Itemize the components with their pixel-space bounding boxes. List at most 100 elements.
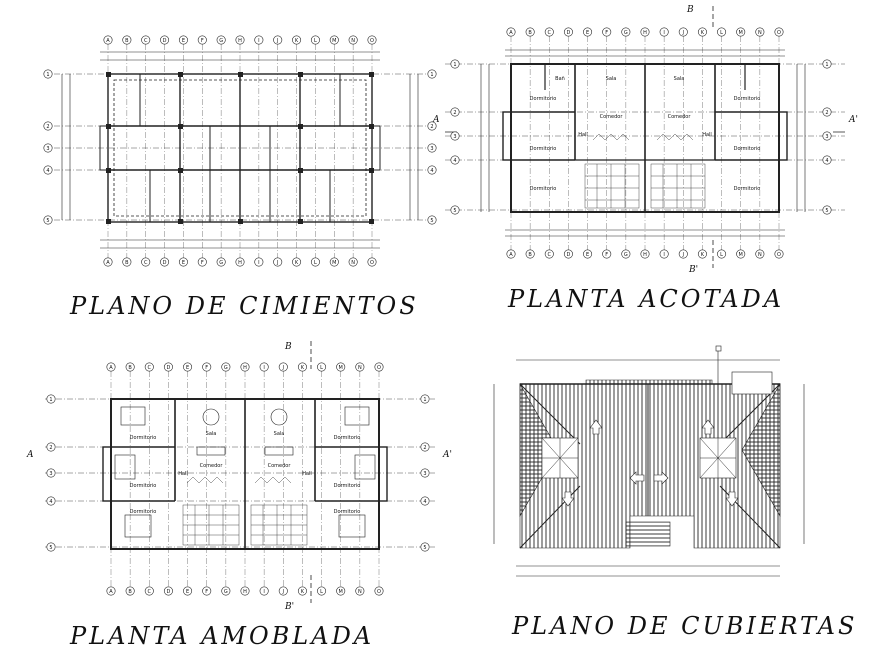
grid-axis-bubble (563, 249, 573, 259)
grid-axis-label: 3 (825, 134, 828, 140)
grid-axis-label: A (509, 30, 513, 36)
room-label: Sala (674, 76, 685, 82)
grid-axis-bubble (160, 257, 170, 267)
grid-axis-label: A (509, 252, 513, 258)
grid-axis-bubble (235, 257, 245, 267)
section-mark-b: B (686, 5, 694, 15)
grid-axis-label: A (106, 38, 110, 44)
grid-axis-bubble (43, 121, 53, 131)
grid-axis-label: 5 (453, 208, 456, 214)
grid-axis-bubble (602, 249, 612, 259)
grid-axis-label: E (586, 252, 589, 258)
grid-axis-label: 4 (423, 499, 426, 505)
grid-axis-label: 4 (825, 158, 828, 164)
grid-axis-bubble (367, 35, 377, 45)
grid-axis-label: F (605, 252, 608, 258)
grid-axis-bubble (329, 35, 339, 45)
grid-axis-bubble (125, 362, 135, 372)
grid-axis-label: 3 (46, 146, 49, 152)
grid-axis-bubble (103, 35, 113, 45)
section-mark-a: A (432, 115, 440, 125)
grid-axis-bubble (336, 586, 346, 596)
grid-axis-label: C (148, 589, 152, 595)
grid-axis-bubble (144, 362, 154, 372)
room-label: Hall (578, 132, 588, 138)
grid-axis-label: O (777, 30, 781, 36)
grid-axis-bubble (43, 215, 53, 225)
grid-axis-bubble (697, 249, 707, 259)
grid-axis-label: M (339, 365, 343, 371)
room-label: Comedor (200, 463, 224, 469)
grid-axis-bubble (43, 69, 53, 79)
furnished-plan: Dormitorio Dormitorio Dormitorio Dormito… (15, 335, 455, 615)
grid-axis-bubble (122, 257, 132, 267)
grid-axis-label: M (332, 38, 336, 44)
grid-axis-label: D (163, 260, 167, 266)
grid-axis-bubble (144, 586, 154, 596)
grid-axis-bubble (427, 215, 437, 225)
furnished-plan-title: PLANTA AMOBLADA (70, 622, 375, 650)
grid-axis-bubble (355, 586, 365, 596)
grid-axis-label: J (282, 589, 284, 595)
grid-axis-label: L (314, 38, 317, 44)
grid-axis-bubble (640, 27, 650, 37)
room-label: Dormitorio (130, 509, 157, 515)
grid-axis-label: N (758, 30, 762, 36)
grid-axis-bubble (254, 257, 264, 267)
room-label: Dormitorio (130, 483, 157, 489)
grid-axis-bubble (163, 586, 173, 596)
grid-axis-bubble (46, 496, 56, 506)
grid-axis-label: H (643, 30, 647, 36)
grid-axis-bubble (46, 542, 56, 552)
grid-axis-label: 5 (430, 218, 433, 224)
grid-axis-bubble (178, 35, 188, 45)
grid-axis-bubble (621, 27, 631, 37)
grid-axis-bubble (355, 362, 365, 372)
grid-axis-label: O (777, 252, 781, 258)
grid-axis-bubble (717, 249, 727, 259)
grid-axis-label: E (586, 30, 589, 36)
grid-axis-bubble (278, 362, 288, 372)
grid-axis-bubble (122, 35, 132, 45)
grid-axis-bubble (125, 586, 135, 596)
grid-axis-bubble (240, 362, 250, 372)
grid-axis-label: L (720, 252, 723, 258)
grid-axis-label: F (205, 365, 208, 371)
roof-plan-title: PLANO DE CUBIERTAS (512, 612, 858, 640)
room-label: Dormitorio (334, 509, 361, 515)
grid-axis-bubble (736, 27, 746, 37)
grid-axis-label: H (243, 365, 247, 371)
grid-axis-label: L (314, 260, 317, 266)
grid-axis-label: H (238, 38, 242, 44)
room-label: Dormitorio (530, 96, 557, 102)
grid-axis-label: N (358, 365, 362, 371)
grid-axis-label: 2 (423, 445, 426, 451)
grid-axis-label: G (224, 365, 228, 371)
grid-axis-label: K (295, 260, 299, 266)
grid-axis-label: 1 (46, 72, 49, 78)
room-label: Hall (302, 471, 312, 477)
grid-axis-bubble (216, 35, 226, 45)
grid-axis-bubble (254, 35, 264, 45)
grid-axis-label: B (128, 365, 132, 371)
grid-axis-bubble (103, 257, 113, 267)
grid-axis-label: C (148, 365, 152, 371)
grid-axis-bubble (292, 257, 302, 267)
grid-axis-label: G (624, 30, 628, 36)
grid-axis-bubble (329, 257, 339, 267)
grid-axis-bubble (822, 59, 832, 69)
grid-axis-label: K (701, 252, 705, 258)
grid-axis-label: C (144, 38, 148, 44)
grid-axis-label: I (258, 260, 259, 266)
grid-axis-label: A (106, 260, 110, 266)
room-label: Comedor (668, 114, 692, 120)
grid-axis-bubble (525, 249, 535, 259)
grid-axis-label: 3 (49, 471, 52, 477)
grid-axis-label: G (219, 260, 223, 266)
grid-axis-label: 1 (49, 397, 52, 403)
foundation-plan-title: PLANO DE CIMIENTOS (70, 292, 419, 320)
grid-axis-bubble (348, 257, 358, 267)
grid-axis-bubble (310, 35, 320, 45)
room-label: Dormitorio (734, 186, 761, 192)
room-label: Sala (206, 431, 217, 437)
